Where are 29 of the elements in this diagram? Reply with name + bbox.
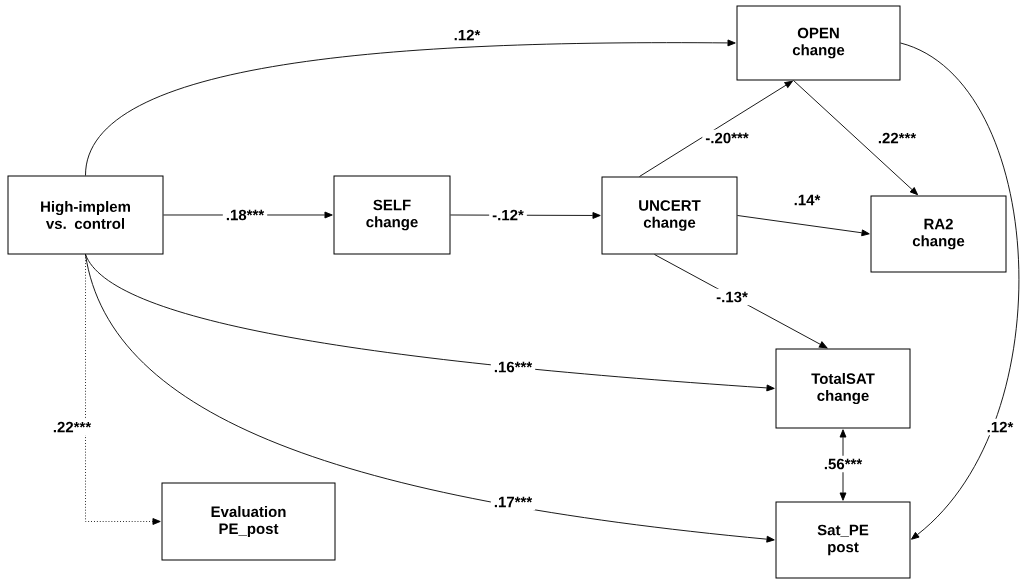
arrow [85,254,775,392]
arrow [737,215,870,237]
path-coefficient: .16*** [490,358,536,376]
variable-box: High-implem vs. control [7,175,164,255]
path-coefficient: .14* [790,191,824,209]
path-coefficient: .12* [450,26,484,44]
arrow [839,429,847,501]
variable-box: TotalSAT change [775,348,911,429]
variable-box: SELF change [333,175,451,255]
arrow [793,80,919,196]
path-coefficient: -.20*** [702,129,752,147]
path-coefficient: -.13* [713,288,751,306]
path-coefficient: .22*** [49,418,95,436]
arrow [85,39,736,176]
arrow [85,254,775,543]
variable-box: Evaluation PE_post [161,482,336,561]
path-coefficient: -.12* [489,206,527,224]
arrow [654,254,828,349]
variable-box: OPEN change [736,5,901,81]
path-coefficient: .12* [983,418,1017,436]
path-coefficient: .17*** [490,493,536,511]
path-coefficient: .18*** [222,206,268,224]
arrow [639,80,793,177]
variable-box: UNCERT change [601,176,738,255]
arrow [900,42,1019,540]
variable-box: RA2 change [870,195,1007,273]
path-coefficient: .22*** [874,129,920,147]
variable-box: Sat_PE post [775,501,911,579]
path-coefficient: .56*** [820,455,866,473]
